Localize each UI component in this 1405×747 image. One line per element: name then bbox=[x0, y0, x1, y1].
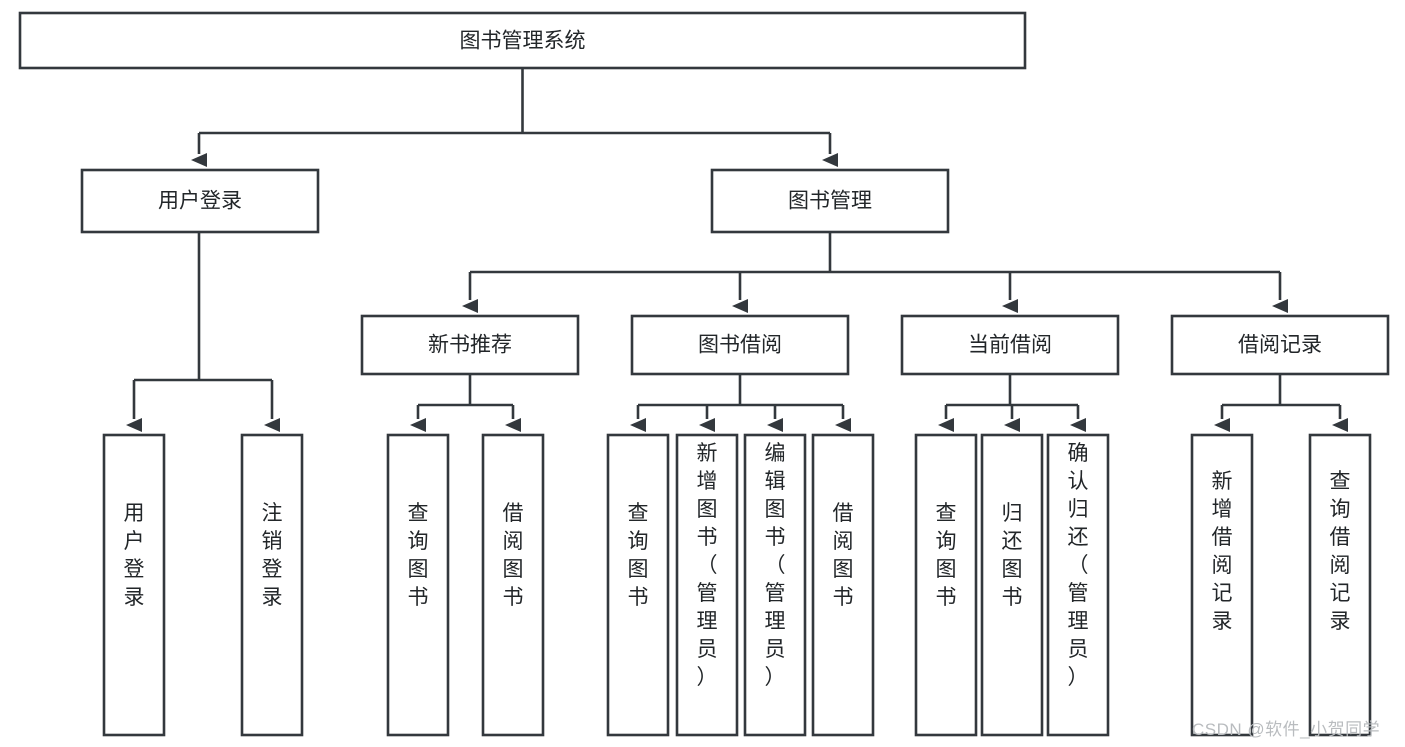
leaf-borrow-book-2-label: 借阅图书 bbox=[833, 502, 854, 609]
node-user-login-label: 用户登录 bbox=[158, 190, 242, 213]
leaf-query-record-box[interactable] bbox=[1308, 433, 1372, 737]
node-user-login-box[interactable] bbox=[80, 168, 320, 234]
leaf-query-book-1-label: 查询图书 bbox=[408, 502, 429, 609]
node-root-box[interactable] bbox=[18, 11, 1027, 70]
leaf-borrow-book-1[interactable]: 借阅图书 bbox=[481, 433, 545, 737]
node-current-borrow-box[interactable] bbox=[900, 314, 1120, 376]
leaf-borrow-book-1-label: 借阅图书 bbox=[503, 502, 524, 609]
leaf-edit-book[interactable]: 编辑图书（管理员） bbox=[743, 433, 807, 737]
csdn-watermark: CSDN @软件_小贺同学 bbox=[1192, 720, 1381, 739]
leaf-add-book[interactable]: 新增图书（管理员） bbox=[675, 433, 739, 737]
leaf-confirm-return-label: 确认归还（管理员） bbox=[1068, 442, 1089, 689]
leaf-add-record[interactable]: 新增借阅记录 bbox=[1190, 433, 1254, 737]
leaf-query-book-2-label: 查询图书 bbox=[628, 502, 649, 609]
leaf-user-logout-label: 注销登录 bbox=[262, 502, 283, 609]
node-user-login[interactable]: 用户登录 bbox=[80, 168, 320, 234]
node-borrow-record-label: 借阅记录 bbox=[1238, 334, 1322, 357]
node-borrow-record-box[interactable] bbox=[1170, 314, 1390, 376]
node-borrow-record[interactable]: 借阅记录 bbox=[1170, 314, 1390, 376]
leaf-confirm-return[interactable]: 确认归还（管理员） bbox=[1046, 433, 1110, 737]
leaf-add-record-label: 新增借阅记录 bbox=[1212, 470, 1233, 633]
leaf-user-logout[interactable]: 注销登录 bbox=[240, 433, 304, 737]
node-book-manage-label: 图书管理 bbox=[788, 190, 872, 213]
node-new-book-rec[interactable]: 新书推荐 bbox=[360, 314, 580, 376]
leaf-query-record-label: 查询借阅记录 bbox=[1330, 470, 1351, 633]
node-new-book-rec-box[interactable] bbox=[360, 314, 580, 376]
node-book-borrow[interactable]: 图书借阅 bbox=[630, 314, 850, 376]
node-book-manage-box[interactable] bbox=[710, 168, 950, 234]
leaf-return-book-label: 归还图书 bbox=[1002, 502, 1023, 609]
leaf-query-book-1-box[interactable] bbox=[386, 433, 450, 737]
leaf-borrow-book-2-box[interactable] bbox=[811, 433, 875, 737]
leaf-query-book-3[interactable]: 查询图书 bbox=[914, 433, 978, 737]
leaf-query-book-3-box[interactable] bbox=[914, 433, 978, 737]
edges-layer bbox=[126, 68, 1348, 432]
leaf-return-book[interactable]: 归还图书 bbox=[980, 433, 1044, 737]
leaf-edit-book-box[interactable] bbox=[743, 433, 807, 737]
leaf-add-book-box[interactable] bbox=[675, 433, 739, 737]
node-new-book-rec-label: 新书推荐 bbox=[428, 334, 512, 357]
leaf-query-record[interactable]: 查询借阅记录 bbox=[1308, 433, 1372, 737]
node-current-borrow-label: 当前借阅 bbox=[968, 334, 1052, 357]
leaf-user-login[interactable]: 用户登录 bbox=[102, 433, 166, 737]
leaf-query-book-2-box[interactable] bbox=[606, 433, 670, 737]
node-current-borrow[interactable]: 当前借阅 bbox=[900, 314, 1120, 376]
node-book-borrow-label: 图书借阅 bbox=[698, 334, 782, 357]
leaf-return-book-box[interactable] bbox=[980, 433, 1044, 737]
leaf-query-book-3-label: 查询图书 bbox=[936, 502, 957, 609]
leaf-borrow-book-1-box[interactable] bbox=[481, 433, 545, 737]
leaf-confirm-return-box[interactable] bbox=[1046, 433, 1110, 737]
leaf-borrow-book-2[interactable]: 借阅图书 bbox=[811, 433, 875, 737]
leaf-user-logout-box[interactable] bbox=[240, 433, 304, 737]
node-book-manage[interactable]: 图书管理 bbox=[710, 168, 950, 234]
node-book-borrow-box[interactable] bbox=[630, 314, 850, 376]
leaf-edit-book-label: 编辑图书（管理员） bbox=[765, 442, 786, 689]
leaf-user-login-label: 用户登录 bbox=[124, 502, 145, 609]
node-root[interactable]: 图书管理系统 bbox=[18, 11, 1027, 70]
leaf-add-record-box[interactable] bbox=[1190, 433, 1254, 737]
leaf-query-book-2[interactable]: 查询图书 bbox=[606, 433, 670, 737]
leaf-user-login-box[interactable] bbox=[102, 433, 166, 737]
leaf-add-book-label: 新增图书（管理员） bbox=[697, 442, 718, 689]
node-root-label: 图书管理系统 bbox=[460, 30, 586, 53]
leaf-query-book-1[interactable]: 查询图书 bbox=[386, 433, 450, 737]
